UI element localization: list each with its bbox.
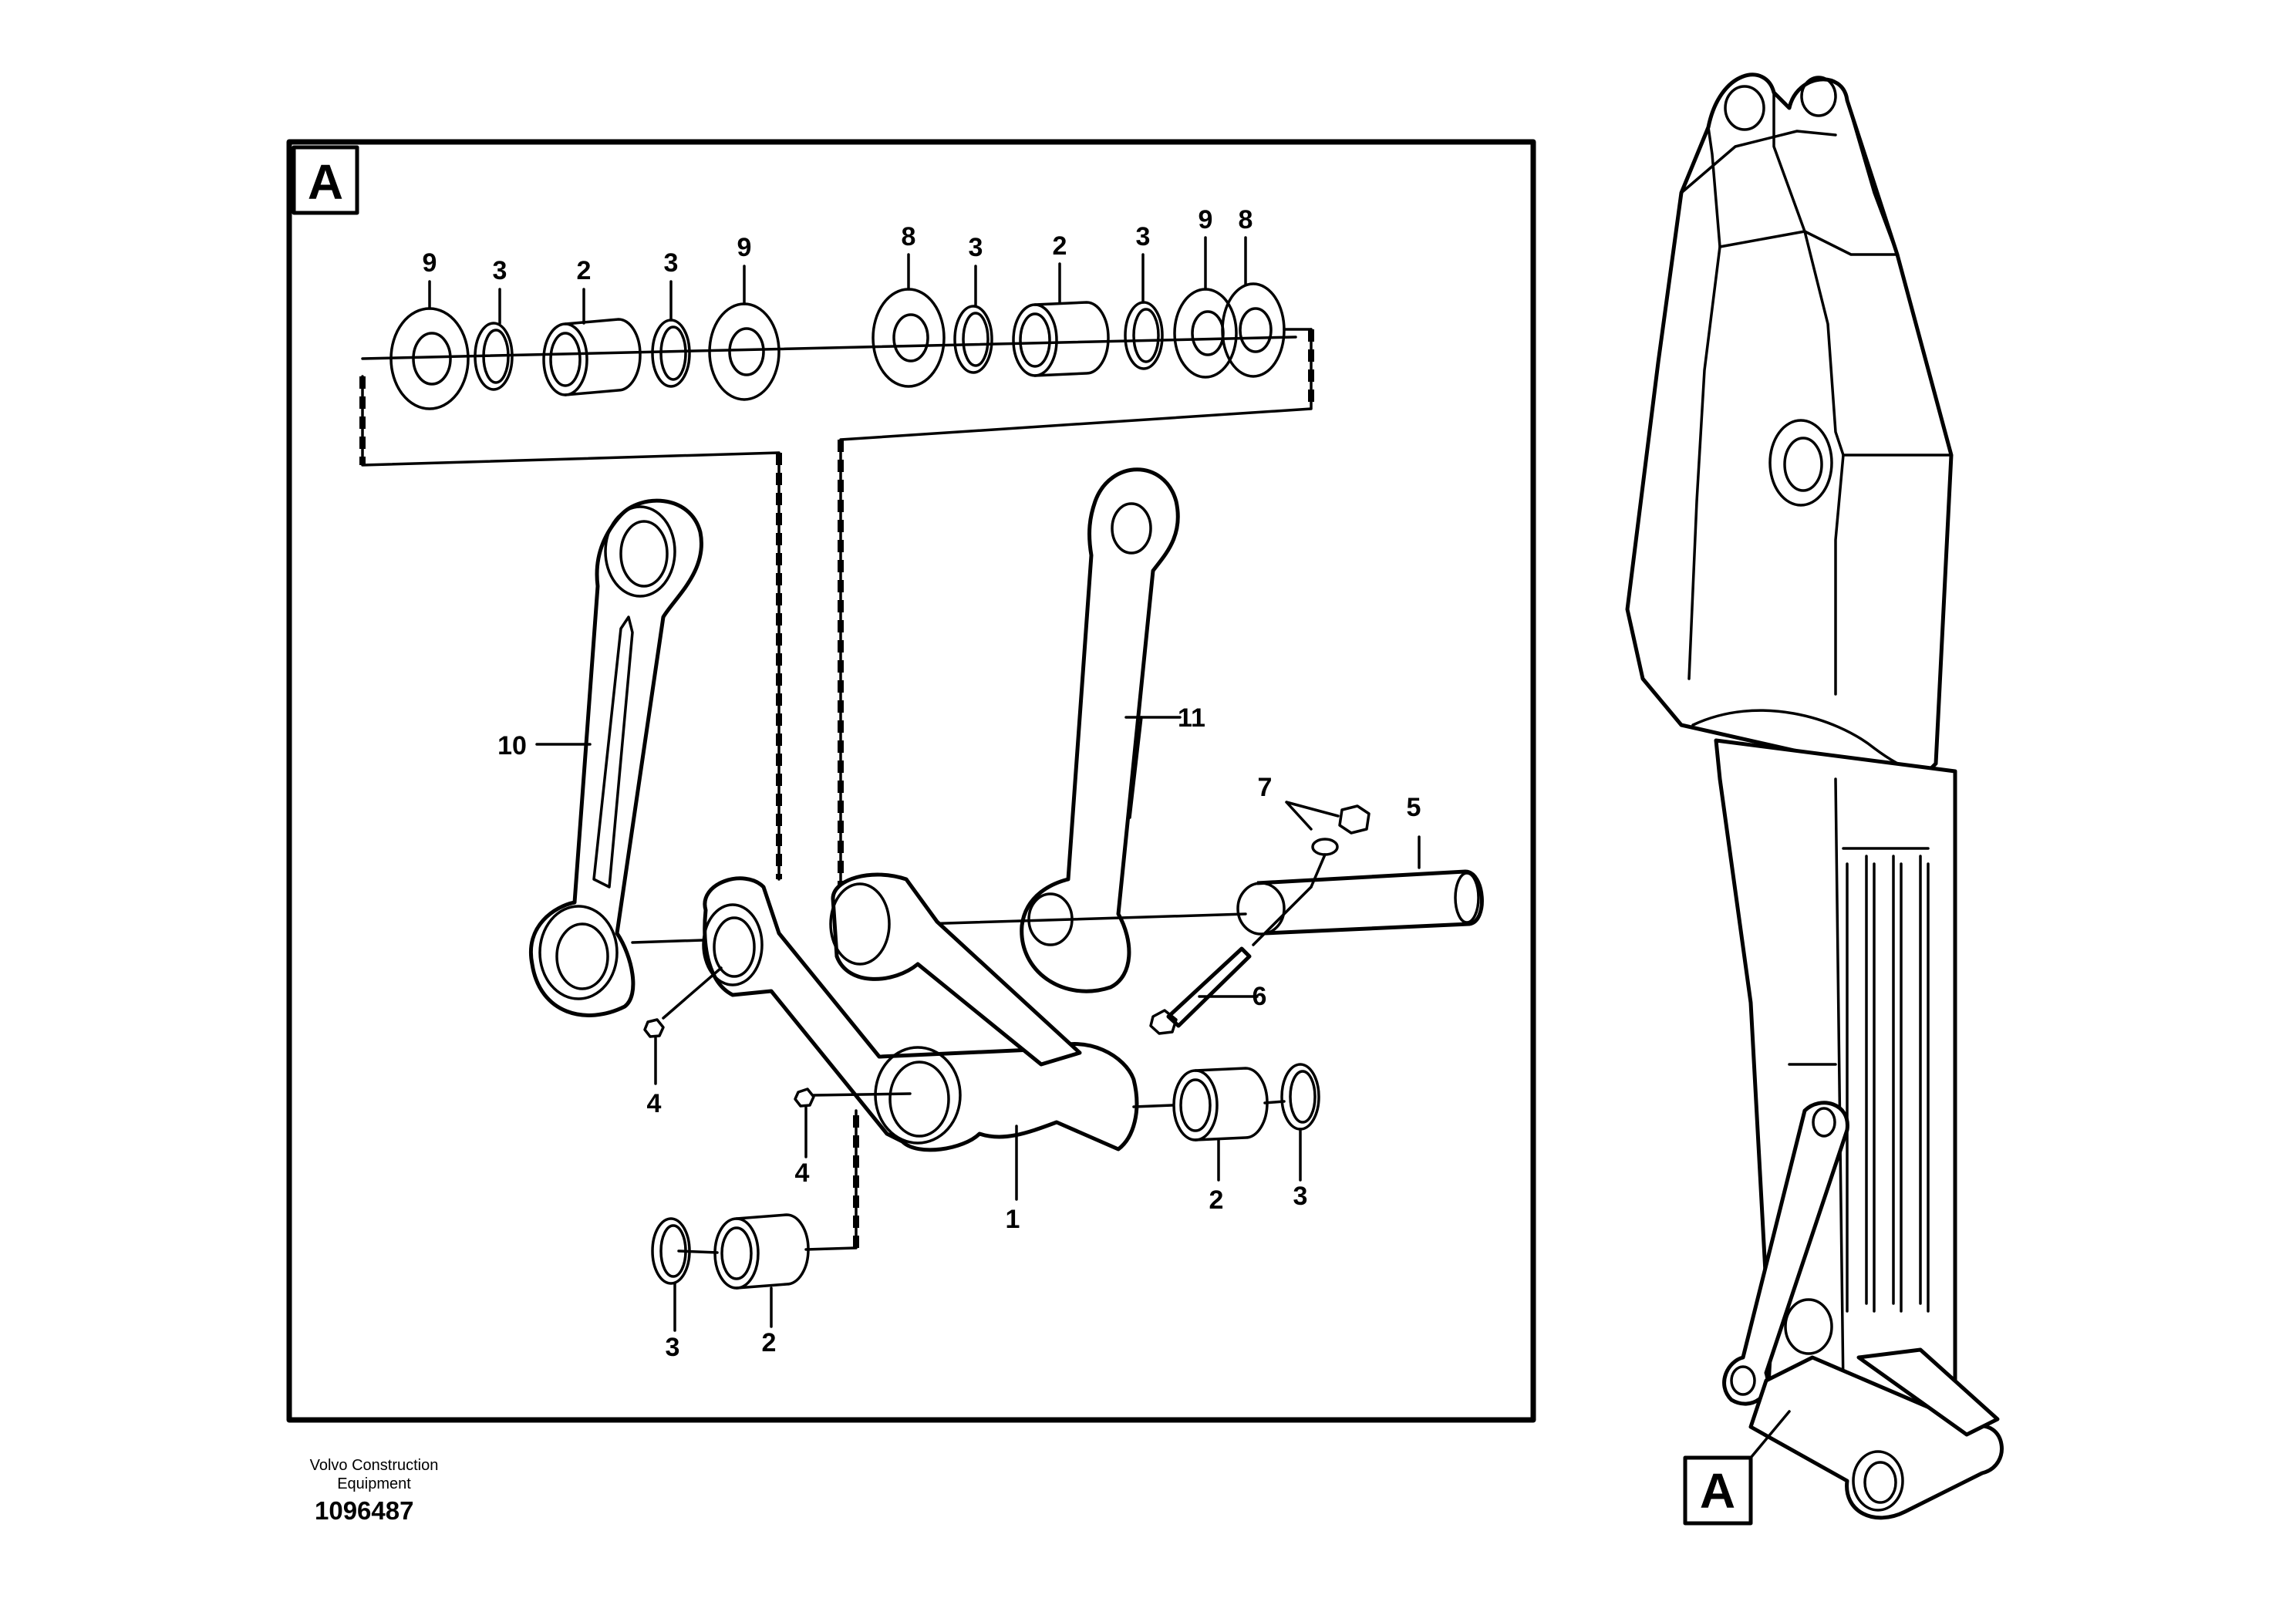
callout-3: 3 — [666, 1333, 680, 1362]
ring-3-lower-left — [651, 1109, 859, 1332]
callout-2: 2 — [1053, 231, 1067, 261]
callout-4: 4 — [795, 1158, 810, 1188]
callouts: 9 3 2 3 9 8 3 2 3 9 8 10 11 7 5 6 4 4 1 … — [423, 205, 1421, 1362]
nut-7 — [1285, 801, 1371, 889]
callout-3: 3 — [664, 248, 679, 278]
lever-1 — [702, 872, 1139, 1152]
callout-4: 4 — [647, 1089, 662, 1118]
company-caption: Volvo Construction Equipment — [285, 1456, 463, 1493]
callout-11: 11 — [1178, 703, 1205, 733]
callout-6: 6 — [1253, 982, 1267, 1011]
pin-5 — [1236, 835, 1484, 936]
callout-5: 5 — [1407, 793, 1421, 822]
detail-frame: A — [286, 139, 1536, 1423]
grease-nipple-4-upper — [643, 966, 723, 1085]
callout-9: 9 — [423, 248, 437, 278]
callout-3: 3 — [1293, 1182, 1308, 1211]
assembly-bracket — [359, 328, 1314, 935]
callout-2: 2 — [577, 256, 592, 285]
callout-9: 9 — [737, 233, 752, 262]
bushing-2-right — [1012, 301, 1110, 377]
callout-7: 7 — [1258, 773, 1273, 802]
callout-8: 8 — [1239, 205, 1253, 234]
top-parts-row — [361, 282, 1313, 410]
detail-badge: A — [308, 154, 343, 210]
callout-10: 10 — [497, 731, 527, 760]
bolt-6 — [1149, 885, 1313, 1035]
callout-3: 3 — [1136, 222, 1151, 251]
link-10 — [529, 498, 703, 1017]
callout-9: 9 — [1199, 205, 1213, 234]
company-line-1: Volvo Construction — [309, 1457, 439, 1474]
overview-badge: A — [1700, 1463, 1735, 1519]
bushing-2-left — [542, 318, 642, 396]
callout-3: 3 — [969, 233, 983, 262]
part-number: 1096487 — [315, 1496, 414, 1525]
callout-3: 3 — [493, 256, 507, 285]
callout-1: 1 — [1006, 1205, 1020, 1234]
ring-3-lower-right — [1132, 1063, 1320, 1182]
callout-2: 2 — [762, 1328, 777, 1357]
callout-2: 2 — [1209, 1185, 1224, 1215]
callout-8: 8 — [902, 222, 916, 251]
grease-nipple-4-lower — [794, 1088, 912, 1158]
company-line-2: Equipment — [337, 1475, 411, 1492]
ring-3-a — [474, 322, 514, 391]
arm-overview: A — [1625, 73, 2004, 1526]
ring-3-c — [953, 305, 993, 374]
